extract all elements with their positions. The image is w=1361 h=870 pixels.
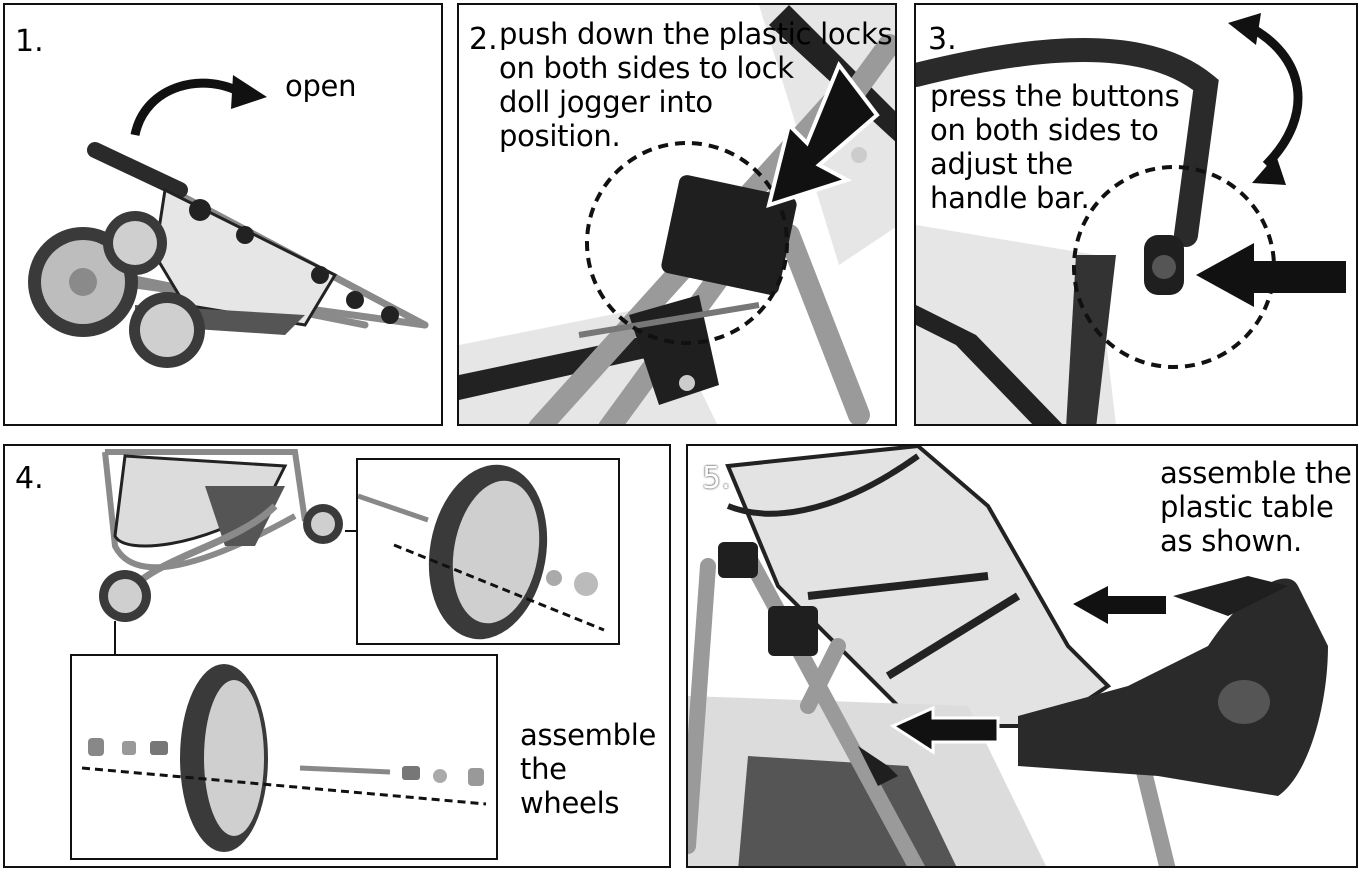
focus-circle-icon [585, 141, 789, 345]
instruction-line: open [285, 69, 357, 103]
wheel-parts-inset [70, 654, 498, 860]
instruction-line: doll jogger into [499, 85, 713, 119]
instruction-line: assemble the [1160, 456, 1352, 490]
press-button-arrow-icon [1196, 243, 1346, 307]
plastic-lock-illustration [459, 5, 895, 424]
instruction-line: on both sides to [930, 113, 1159, 147]
instruction-line: press the buttons [930, 79, 1180, 113]
step-5-panel: 5. assemble the plastic table as shown. [686, 444, 1358, 868]
instruction-line: plastic table [1160, 490, 1334, 524]
wheel-parts-illustration [81, 664, 487, 852]
attach-arrow-icon [889, 705, 1000, 755]
handle-bar-illustration [916, 13, 1346, 424]
direction-arrow-icon [1073, 586, 1166, 624]
step-1-panel: 1. open [3, 3, 443, 426]
step-instruction: press the buttons on both sides to adjus… [930, 79, 1180, 215]
step-number: 1. [15, 24, 44, 59]
instruction-line: wheels [520, 786, 620, 820]
instruction-line: position. [499, 119, 621, 153]
step-instruction: push down the plastic locks on both side… [499, 17, 893, 153]
step-number: 2. [469, 22, 498, 57]
instruction-line: the [520, 752, 567, 786]
step-number: 5. [702, 461, 731, 496]
step-instruction: assemble the wheels [520, 718, 656, 820]
wheel-axle-illustration [358, 464, 605, 640]
step-number: 4. [15, 461, 44, 496]
step-instruction: open [285, 69, 356, 103]
step-3-panel: 3. press the buttons on both sides to ad… [914, 3, 1358, 426]
step-2-panel: 2. push down the plastic locks on both s… [457, 3, 897, 426]
instruction-line: as shown. [1160, 524, 1302, 558]
folded-stroller-illustration [28, 75, 429, 368]
press-down-arrow-icon [766, 61, 880, 209]
open-arrow-icon [130, 78, 248, 137]
instruction-line: handle bar. [930, 181, 1090, 215]
step-4-panel: 4. assemble the wheels [3, 444, 671, 868]
step-instruction: assemble the plastic table as shown. [1160, 456, 1352, 558]
wheel-detail-inset [356, 458, 620, 645]
instruction-line: assemble [520, 718, 656, 752]
instruction-line: on both sides to lock [499, 51, 794, 85]
instruction-line: adjust the [930, 147, 1073, 181]
instruction-line: push down the plastic locks [499, 17, 893, 51]
plastic-table-illustration [688, 446, 1328, 866]
stroller-side-illustration [99, 449, 357, 656]
step-number: 3. [928, 22, 957, 57]
